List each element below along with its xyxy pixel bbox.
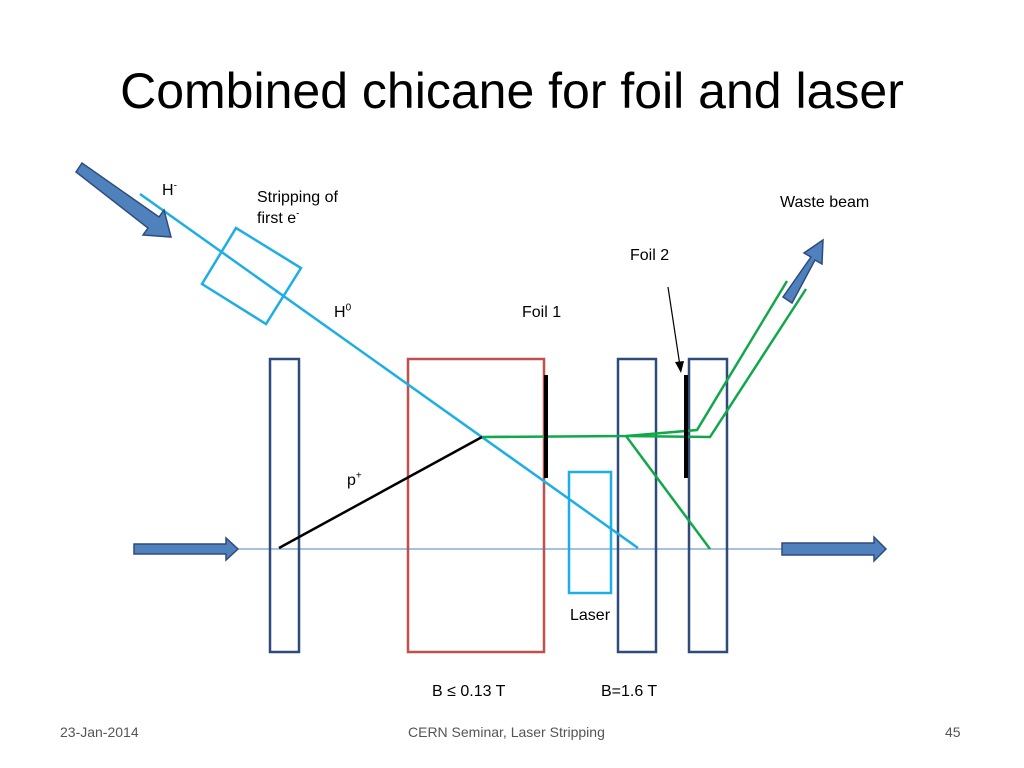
laser-box — [567, 470, 613, 595]
proton-label: p+ — [347, 470, 362, 489]
incoming-h-minus-arrow — [74, 161, 172, 238]
page-number: 45 — [945, 724, 961, 740]
foil-2-pointer-head — [675, 361, 684, 373]
field-low-label: B ≤ 0.13 T — [432, 683, 506, 700]
dipole-magnet-4 — [687, 357, 729, 654]
h-minus-label: H- — [162, 180, 177, 199]
injected-beam-arrow — [133, 536, 240, 562]
dipole-magnet-3 — [616, 357, 658, 654]
h-beam-line — [139, 192, 639, 550]
foil-2-label: Foil 2 — [630, 247, 670, 264]
h-zero-label: H0 — [334, 302, 352, 321]
stripping-label: Stripping of first e- — [257, 189, 338, 227]
slide-title: Combined chicane for foil and laser — [120, 63, 904, 119]
dipole-magnet-low-field — [406, 357, 546, 654]
field-high-label: B=1.6 T — [601, 683, 658, 700]
footer-center-text: CERN Seminar, Laser Stripping — [408, 724, 605, 740]
stripping-box — [200, 226, 303, 326]
stripped-beam-lower — [625, 288, 808, 439]
foil-2-pointer — [667, 286, 681, 367]
footer-date: 23-Jan-2014 — [60, 724, 139, 740]
circulating-beam-arrow — [781, 535, 888, 563]
deflected-beam-line — [624, 435, 712, 550]
waste-beam-arrow — [781, 238, 824, 305]
stripped-beam-upper — [481, 280, 789, 439]
waste-beam-label: Waste beam — [780, 194, 870, 211]
foil-1-label: Foil 1 — [522, 304, 562, 321]
dipole-magnet-1 — [268, 357, 301, 654]
proton-path-line — [278, 435, 483, 550]
laser-label: Laser — [570, 607, 611, 624]
